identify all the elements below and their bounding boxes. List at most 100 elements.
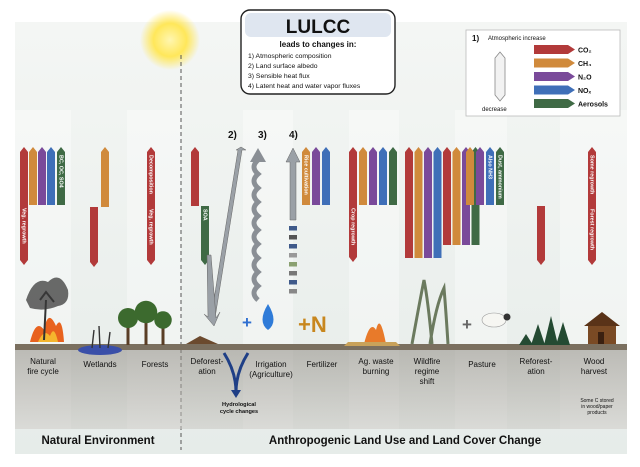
water-vapor-dash-1 bbox=[289, 235, 297, 240]
agwaste-aerosol-bar bbox=[389, 147, 397, 205]
smoke-cloud-icon bbox=[26, 277, 69, 310]
forest-tree-icon-1 bbox=[134, 300, 158, 324]
wetland-water-icon bbox=[78, 345, 122, 355]
pasture-ch4-bar bbox=[466, 147, 474, 205]
fire-core-icon bbox=[38, 331, 58, 342]
footer-natural: Natural Environment bbox=[41, 435, 154, 447]
wildfire-bar-1 bbox=[414, 147, 423, 258]
deforest-co2-bar bbox=[191, 147, 199, 206]
forest-trunk-1 bbox=[144, 312, 148, 345]
deforest-soa-bar-label: SOA bbox=[202, 209, 208, 221]
wood-forest-bar-label: Forest regrowth bbox=[589, 209, 595, 250]
forest-tree-icon-2 bbox=[154, 311, 172, 329]
category-label-line: Wetlands bbox=[83, 360, 116, 369]
cabin-roof-icon bbox=[584, 312, 620, 326]
albedo-down-arrow bbox=[203, 254, 221, 327]
category-label-line: fire cycle bbox=[27, 367, 59, 376]
title-text: LULCC bbox=[286, 17, 351, 38]
category-label-line: Irrigation bbox=[255, 360, 286, 369]
category-label-3: Deforest-ation bbox=[191, 357, 224, 376]
forest-trunk-2 bbox=[161, 320, 165, 345]
wildfire-bar-4 bbox=[443, 147, 451, 245]
latent-heat-arrow bbox=[285, 147, 301, 221]
forests-regrowth-bar-label: Veg. regrowth bbox=[148, 209, 154, 245]
fire-ch4-bar bbox=[29, 147, 37, 205]
fert-n2o-bar bbox=[312, 147, 320, 205]
agwaste-n2o-bar bbox=[369, 147, 377, 205]
hydro-arrow-stem bbox=[222, 352, 250, 393]
wood-forest-bar bbox=[588, 206, 596, 265]
plus-water-icon: + bbox=[242, 313, 252, 332]
legend-label-4: Aerosols bbox=[578, 102, 608, 109]
hydro-arrowhead-icon bbox=[231, 390, 241, 398]
hydro-note-line: cycle changes bbox=[220, 409, 258, 415]
wood-note-line: Some C stored bbox=[580, 398, 614, 404]
category-label-line: ation bbox=[527, 367, 544, 376]
forest-tree-icon-0 bbox=[118, 308, 138, 328]
wildfire-bar-0 bbox=[405, 147, 413, 258]
category-label-2: Forests bbox=[142, 360, 169, 369]
ag-field-icon bbox=[344, 342, 400, 346]
agwaste-ch4-bar bbox=[359, 147, 367, 205]
fire-aerosol-bar-label: BC, OC, SO4 bbox=[58, 155, 64, 188]
ground-band bbox=[15, 347, 627, 429]
sensible-heat-wavy-arrow bbox=[251, 158, 262, 302]
forests-decomp-bar-label: Decomposition bbox=[148, 155, 154, 194]
category-label-line: harvest bbox=[581, 367, 608, 376]
wood-some-bar bbox=[588, 147, 596, 206]
category-label-line: burning bbox=[363, 367, 390, 376]
water-vapor-dash-5 bbox=[289, 271, 297, 276]
wildfire-bar-5 bbox=[452, 147, 461, 245]
category-label-line: Pasture bbox=[468, 360, 496, 369]
wildfire-bar-3 bbox=[433, 147, 442, 258]
category-label-9: Reforest-ation bbox=[520, 357, 553, 376]
arrow-number-2: 2) bbox=[228, 130, 237, 141]
reforest-co2-bar bbox=[537, 206, 545, 265]
legend-label-2: N₂O bbox=[578, 75, 592, 82]
pasture-dust-bar-label: Dust, ammonium bbox=[497, 155, 503, 199]
wood-some-bar-label: Some regrowth bbox=[589, 155, 595, 194]
footer-anthropogenic: Anthropogenic Land Use and Land Cover Ch… bbox=[269, 435, 541, 447]
fert-nox-bar bbox=[322, 147, 330, 205]
water-vapor-dash-2 bbox=[289, 244, 297, 249]
albedo-up-arrow bbox=[210, 146, 247, 319]
agwaste-co2-bar bbox=[349, 147, 357, 205]
legend-swatch-3 bbox=[534, 85, 575, 95]
title-box: LULCC leads to changes in: 1) Atmospheri… bbox=[240, 9, 396, 95]
wetland-reeds-icon bbox=[91, 325, 111, 349]
sun-icon bbox=[140, 10, 200, 70]
fire-aerosol-bar bbox=[57, 147, 65, 205]
category-label-line: Wildfire bbox=[414, 357, 441, 366]
stump-log-icon bbox=[186, 336, 218, 344]
wetlands-co2-bar bbox=[90, 207, 98, 267]
sheep-head-icon bbox=[503, 313, 511, 321]
deforest-soa-bar bbox=[201, 206, 209, 265]
pasture-dust-bar bbox=[496, 147, 504, 205]
water-vapor-dash-4 bbox=[289, 262, 297, 267]
pasture-nox-bar bbox=[486, 147, 494, 205]
scenery: ++N+ bbox=[26, 277, 620, 355]
water-vapor-dash-7 bbox=[289, 289, 297, 294]
pasture-n2o-bar bbox=[476, 147, 484, 205]
forests-regrowth-bar bbox=[147, 206, 155, 265]
fert-rice-bar-label: Rice cultivation bbox=[303, 155, 309, 195]
category-label-5: Fertilizer bbox=[307, 360, 338, 369]
fire-regrowth-bar bbox=[20, 205, 28, 265]
conifer-icon-0 bbox=[519, 334, 533, 345]
wood-note-line: products bbox=[587, 410, 607, 416]
conifer-icon-3 bbox=[556, 322, 570, 345]
sensible-heat-arrowhead bbox=[250, 148, 266, 162]
category-label-line: (Agriculture) bbox=[249, 370, 293, 379]
title-item-2: 2) Land surface albedo bbox=[248, 63, 318, 70]
category-label-line: shift bbox=[420, 377, 435, 386]
